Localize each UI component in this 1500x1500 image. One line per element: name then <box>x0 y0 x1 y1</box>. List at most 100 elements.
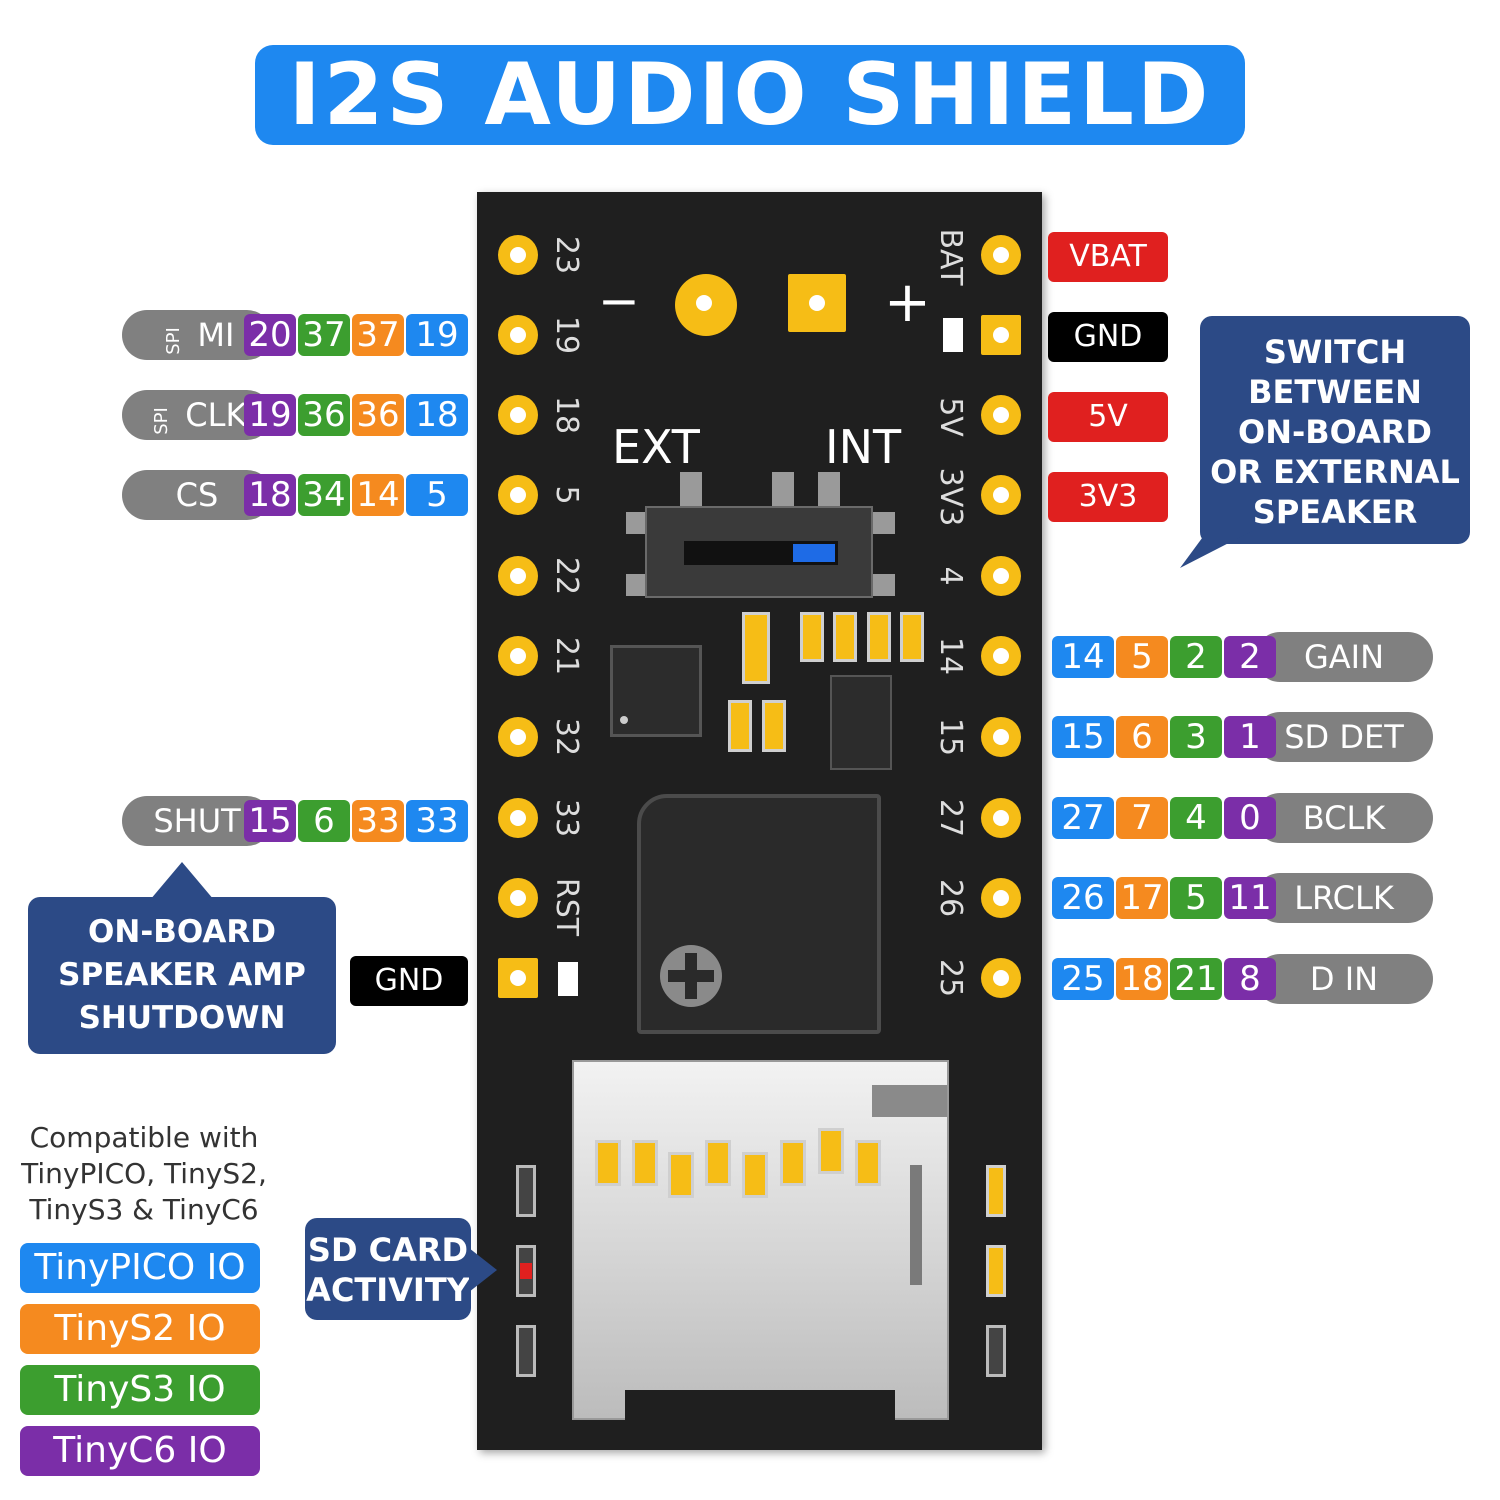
callout-line: SPEAKER <box>1252 493 1418 531</box>
tinyc6-io: 0 <box>1224 797 1276 839</box>
led-red-icon <box>520 1263 532 1279</box>
label-d-in: D IN <box>1255 954 1433 1004</box>
speaker-plus-pad <box>788 274 846 332</box>
pad-19 <box>498 315 538 355</box>
pin-label: 19 <box>549 315 584 355</box>
tinypico-io: 33 <box>406 800 468 842</box>
callout-shutdown: ON-BOARD SPEAKER AMP SHUTDOWN <box>28 897 336 1054</box>
callout-line: BETWEEN <box>1248 373 1422 411</box>
tinyc6-io: 1 <box>1224 716 1276 758</box>
tinys2-io: 6 <box>1116 716 1168 758</box>
switch-knob[interactable] <box>793 544 835 562</box>
speaker-plus-label: + <box>884 270 931 335</box>
sd-contact <box>818 1128 844 1174</box>
tinypico-io: 19 <box>406 314 468 356</box>
pad-27 <box>981 798 1021 838</box>
switch-leg <box>772 472 794 508</box>
resistor <box>742 612 770 684</box>
callout-shutdown-pointer <box>150 862 214 900</box>
pad-21 <box>498 636 538 676</box>
tinys3-io: 37 <box>298 314 350 356</box>
pin-label: 15 <box>933 717 968 757</box>
tinys3-io: 4 <box>1170 797 1222 839</box>
pad-3v3 <box>981 475 1021 515</box>
legend-tinypico: TinyPICO IO <box>20 1243 260 1293</box>
pad-bat <box>981 235 1021 275</box>
resistor <box>800 612 824 662</box>
switch-leg <box>818 472 840 508</box>
power-label-gnd-left: GND <box>350 956 468 1006</box>
tinyc6-io: 2 <box>1224 636 1276 678</box>
capacitor <box>986 1325 1006 1377</box>
sd-contact <box>780 1140 806 1186</box>
sd-slot-cutout <box>625 1390 895 1420</box>
pin-label: 4 <box>933 566 968 586</box>
callout-line: SWITCH <box>1263 333 1407 371</box>
pin-label: 5V <box>933 397 968 437</box>
pin-label: BAT <box>933 228 968 286</box>
tinyc6-io: 20 <box>244 314 296 356</box>
pad-gnd-left <box>498 958 538 998</box>
pin-label: 26 <box>933 878 968 918</box>
resistor <box>900 612 924 662</box>
tinypico-io: 5 <box>406 474 468 516</box>
speaker-port-cross <box>685 953 697 999</box>
pin-label: 14 <box>933 636 968 676</box>
page-title: I2S AUDIO SHIELD <box>255 45 1245 145</box>
callout-line: OR EXTERNAL <box>1210 453 1460 491</box>
gnd-marker-left <box>558 962 578 996</box>
callout-sd-pointer <box>469 1248 497 1292</box>
pad-15 <box>981 717 1021 757</box>
pin-label: 23 <box>549 235 584 275</box>
tinys3-io: 21 <box>1170 958 1222 1000</box>
pin-label: 32 <box>549 717 584 757</box>
resistor <box>833 612 857 662</box>
switch-int-label: INT <box>825 420 902 474</box>
tinys2-io: 14 <box>352 474 404 516</box>
resistor <box>762 700 786 752</box>
tinys3-io: 5 <box>1170 877 1222 919</box>
pin-label: 25 <box>933 958 968 998</box>
sd-card-slot[interactable] <box>572 1060 949 1420</box>
speaker-minus-pad <box>675 274 737 336</box>
pad-5v <box>981 395 1021 435</box>
sd-slot-rail <box>910 1165 922 1285</box>
pin-label: RST <box>549 877 584 937</box>
callout-switch-pointer <box>1180 530 1254 568</box>
tinypico-io: 15 <box>1052 716 1114 758</box>
switch-tab <box>626 574 648 596</box>
power-label-3v3: 3V3 <box>1048 472 1168 522</box>
compat-line: TinyS3 & TinyC6 <box>29 1193 259 1226</box>
tinys3-io: 6 <box>298 800 350 842</box>
pad-33 <box>498 798 538 838</box>
tinyc6-io: 18 <box>244 474 296 516</box>
callout-line: SD CARD <box>307 1231 469 1269</box>
power-label-vbat: VBAT <box>1048 232 1168 282</box>
tinys2-io: 33 <box>352 800 404 842</box>
tinypico-io: 26 <box>1052 877 1114 919</box>
capacitor <box>516 1325 536 1377</box>
power-label-gnd: GND <box>1048 312 1168 362</box>
tinys2-io: 7 <box>1116 797 1168 839</box>
capacitor <box>516 1165 536 1217</box>
compatibility-note: Compatible with TinyPICO, TinyS2, TinyS3… <box>14 1120 274 1228</box>
tinys2-io: 5 <box>1116 636 1168 678</box>
gnd-marker-right <box>943 318 963 352</box>
pad-gnd-right <box>981 315 1021 355</box>
resistor <box>728 700 752 752</box>
tinys3-io: 3 <box>1170 716 1222 758</box>
tinypico-io: 14 <box>1052 636 1114 678</box>
sd-contact <box>595 1140 621 1186</box>
callout-sd-activity: SD CARD ACTIVITY <box>305 1218 471 1320</box>
label-sd-det: SD DET <box>1255 712 1433 762</box>
legend-tinys3: TinyS3 IO <box>20 1365 260 1415</box>
tinypico-io: 27 <box>1052 797 1114 839</box>
callout-line: ON-BOARD <box>1238 413 1432 451</box>
pin-label: 33 <box>549 798 584 838</box>
pad-rst <box>498 878 538 918</box>
pin-label: 27 <box>933 798 968 838</box>
chip-dot <box>620 716 628 724</box>
resistor <box>867 612 891 662</box>
tinyc6-io: 15 <box>244 800 296 842</box>
callout-line: ACTIVITY <box>306 1271 470 1309</box>
